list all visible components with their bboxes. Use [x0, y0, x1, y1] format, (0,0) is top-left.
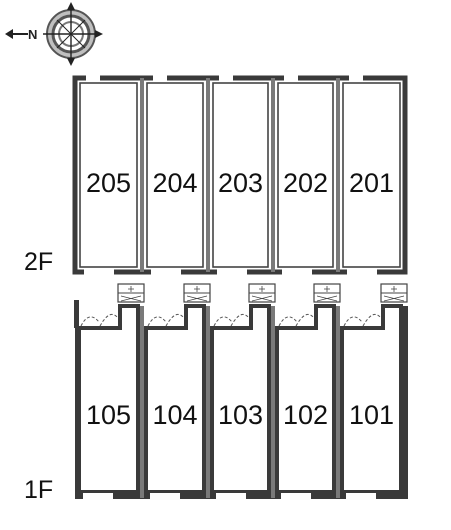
floor-label-2f: 2F	[24, 248, 53, 276]
utility-box-mark	[251, 295, 273, 302]
window-icon	[346, 493, 376, 499]
room-label-203: 203	[218, 168, 263, 198]
compass-rose-icon	[43, 2, 103, 66]
window-icon	[282, 269, 312, 275]
room-204	[146, 82, 204, 268]
utility-box-mark	[324, 286, 330, 292]
window-icon	[284, 75, 298, 81]
door-swing-icon	[362, 313, 382, 327]
utility-box-mark	[391, 286, 397, 292]
partition-wall	[336, 78, 340, 272]
room-label-102: 102	[283, 400, 328, 430]
room-101	[340, 304, 403, 494]
window-icon	[150, 493, 180, 499]
room-202	[277, 82, 334, 268]
room-label-101: 101	[349, 400, 394, 430]
room-104	[144, 304, 206, 494]
door-swing-icon	[213, 316, 233, 327]
floor-1f-corner-wall	[74, 300, 79, 328]
partition-wall	[336, 306, 340, 498]
room-102	[275, 304, 336, 494]
window-icon	[83, 493, 113, 499]
partition-wall	[140, 306, 144, 498]
window-icon	[86, 75, 100, 81]
window-icon	[219, 75, 233, 81]
utility-box-mark	[128, 286, 134, 292]
room-103	[210, 304, 271, 494]
door-swing-icon	[278, 316, 298, 327]
utility-box-mark	[259, 286, 265, 292]
door-swing-icon	[230, 313, 250, 327]
room-label-104: 104	[152, 400, 197, 430]
window-icon	[217, 269, 247, 275]
partition-wall	[206, 306, 210, 498]
door-swing-icon	[295, 313, 315, 327]
window-icon	[153, 75, 167, 81]
compass-north-label: N	[28, 27, 37, 42]
window-icon	[84, 269, 114, 275]
room-label-205: 205	[86, 168, 131, 198]
room-label-204: 204	[152, 168, 197, 198]
floor-1f-right-wall	[403, 306, 408, 499]
room-label-201: 201	[349, 168, 394, 198]
floor-2f: 205 204 203 202 201	[72, 75, 408, 275]
utility-box-mark	[120, 295, 142, 302]
window-icon	[349, 75, 363, 81]
utility-box-mark	[383, 295, 405, 302]
door-swing-icon	[99, 313, 119, 327]
door-swing-icon	[80, 316, 100, 327]
door-swing-icon	[343, 316, 363, 327]
utility-box-mark	[194, 286, 200, 292]
north-arrow-icon	[5, 29, 28, 39]
window-icon	[281, 493, 311, 499]
floor-1f: 105 104 103 102 101	[74, 283, 408, 499]
partition-wall	[140, 78, 144, 272]
room-205	[79, 82, 138, 268]
window-icon	[347, 269, 377, 275]
room-203	[212, 82, 269, 268]
partition-wall	[271, 78, 275, 272]
door-swing-icon	[147, 316, 167, 327]
utility-box-mark	[316, 295, 338, 302]
window-icon	[216, 493, 246, 499]
window-icon	[151, 269, 181, 275]
partition-wall	[206, 78, 210, 272]
utility-box-mark	[186, 295, 208, 302]
room-201	[342, 82, 401, 268]
room-label-105: 105	[86, 400, 131, 430]
door-swing-icon	[165, 313, 185, 327]
room-label-202: 202	[283, 168, 328, 198]
room-105	[77, 304, 140, 494]
floor-label-1f: 1F	[24, 476, 53, 504]
room-label-103: 103	[218, 400, 263, 430]
partition-wall	[271, 306, 275, 498]
